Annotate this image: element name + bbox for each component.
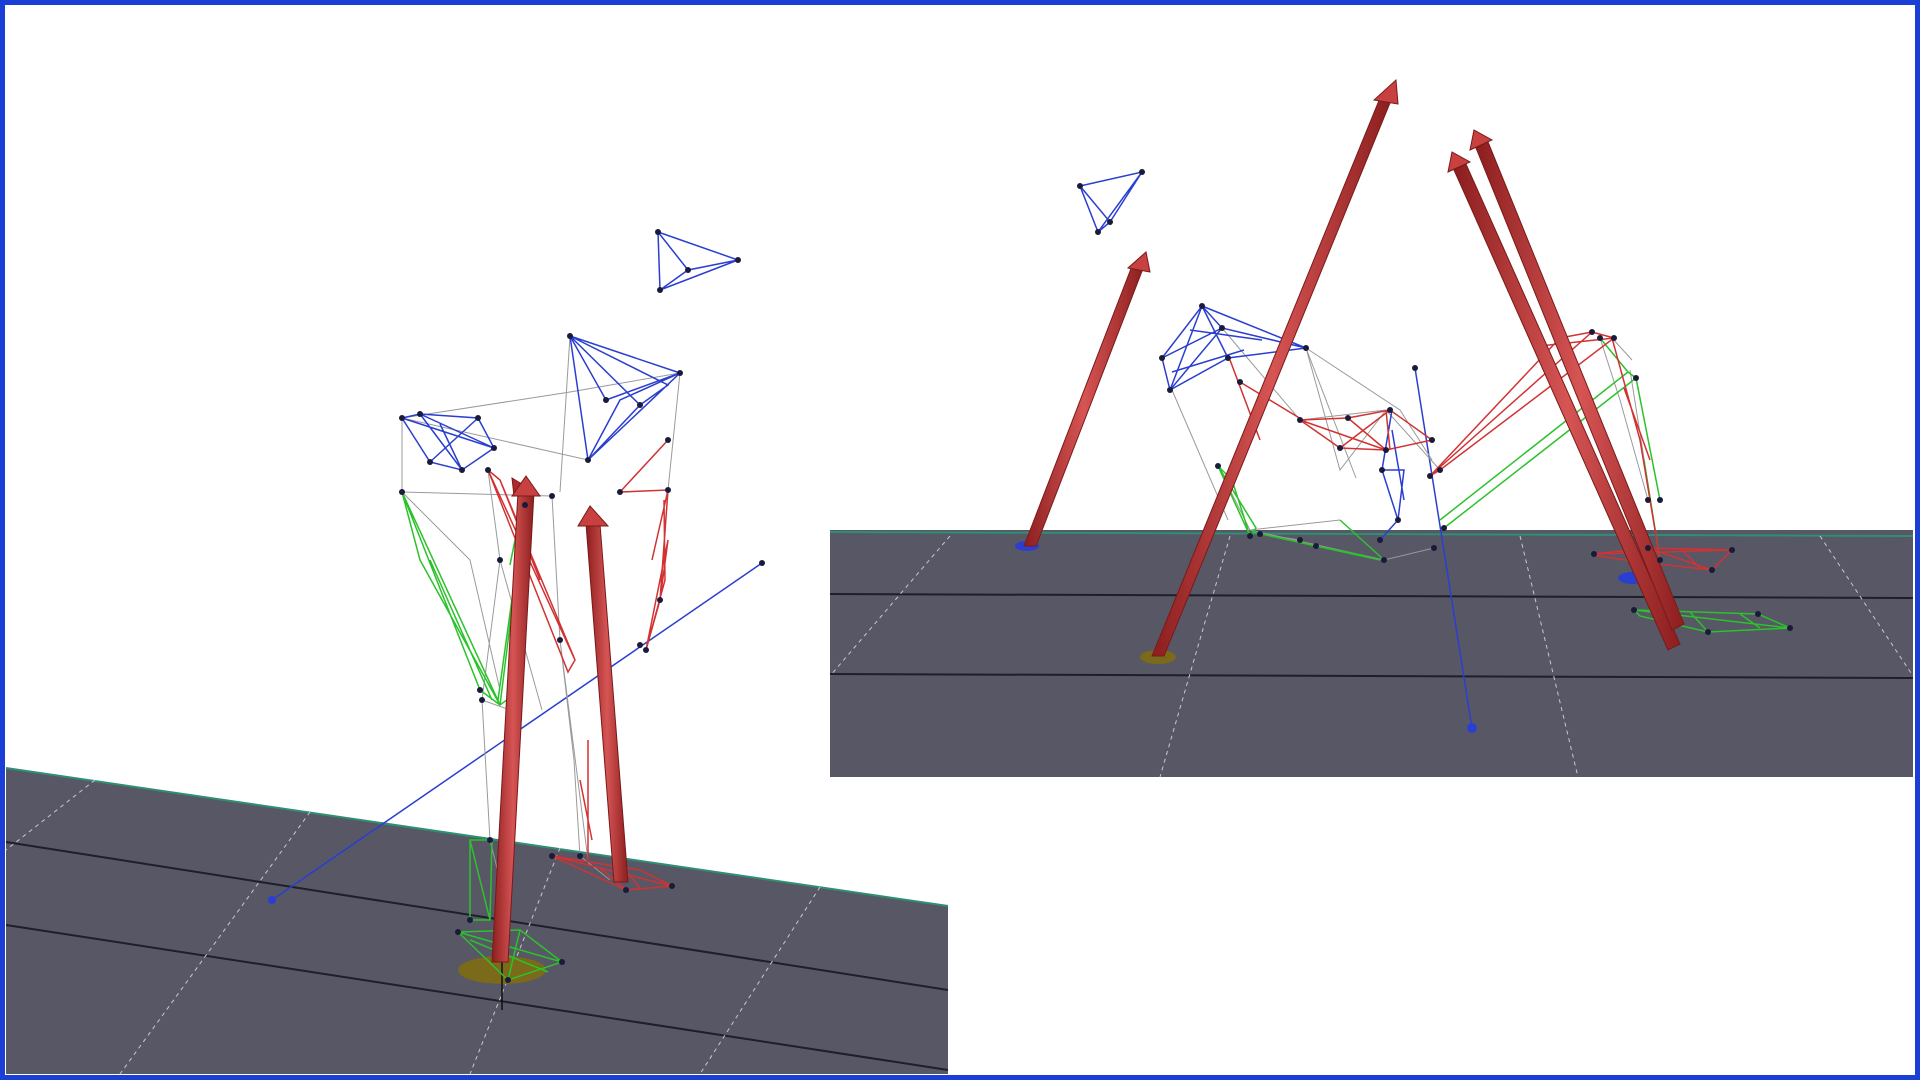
left-floor-grid-line xyxy=(5,841,949,991)
right-floor-dash-line xyxy=(1159,535,1231,778)
left-floor-dash-line xyxy=(699,886,821,1075)
left-floor xyxy=(5,767,949,1075)
right-blue-pole xyxy=(1414,367,1473,729)
right-floor-edge xyxy=(829,531,1914,537)
right-force-arrow-4 xyxy=(1469,129,1685,631)
left-gray-links xyxy=(401,335,681,901)
left-floor-dash-line xyxy=(119,811,311,1075)
right-floor-surface xyxy=(830,530,1913,777)
right-blue-spine xyxy=(1379,409,1405,541)
left-blue-axis-end xyxy=(268,896,276,904)
left-force-arrow-1 xyxy=(491,475,541,963)
right-marker-dots xyxy=(1077,169,1793,635)
right-blue-pole-end xyxy=(1467,723,1477,733)
right-panel xyxy=(829,78,1914,778)
right-blue-pole-end xyxy=(1412,365,1418,371)
left-marker-dots xyxy=(399,229,741,983)
right-force-arrow-1 xyxy=(1023,251,1151,547)
right-floor-grid-line xyxy=(829,673,1914,679)
right-floor xyxy=(829,530,1914,778)
left-floor-grid-line xyxy=(5,924,949,1071)
right-foot-shadow xyxy=(1140,650,1176,664)
right-floor-dash-line xyxy=(829,535,951,677)
left-panel xyxy=(5,229,949,1075)
right-floor-grid-line xyxy=(829,593,1914,599)
right-floor-dash-line xyxy=(1519,535,1579,778)
right-force-arrow-3 xyxy=(1447,151,1681,651)
left-floor-surface xyxy=(6,768,948,1074)
left-floor-dash-line xyxy=(5,779,96,851)
left-floor-edge xyxy=(5,767,949,907)
left-force-arrow-2 xyxy=(577,505,629,883)
left-floating-triangle xyxy=(657,230,741,292)
right-force-arrow-2 xyxy=(1151,78,1399,657)
left-blue-axis-end xyxy=(759,560,765,566)
